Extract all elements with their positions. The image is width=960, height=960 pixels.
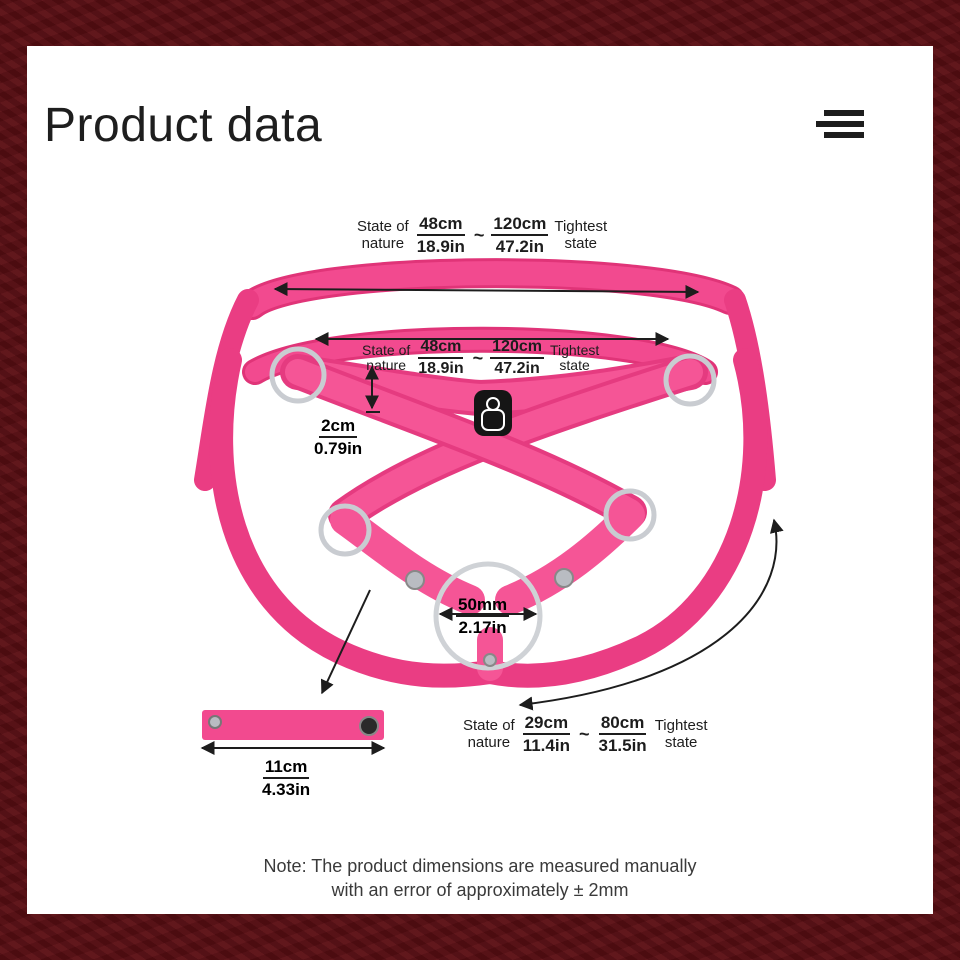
measurement-note: Note: The product dimensions are measure… xyxy=(263,856,697,900)
extender-strap xyxy=(200,710,386,755)
menu-lines-icon[interactable] xyxy=(814,108,866,142)
page-title: Product data xyxy=(44,99,323,152)
logo-patch xyxy=(474,390,512,436)
content-panel xyxy=(27,46,933,914)
metal-rings xyxy=(269,346,717,671)
